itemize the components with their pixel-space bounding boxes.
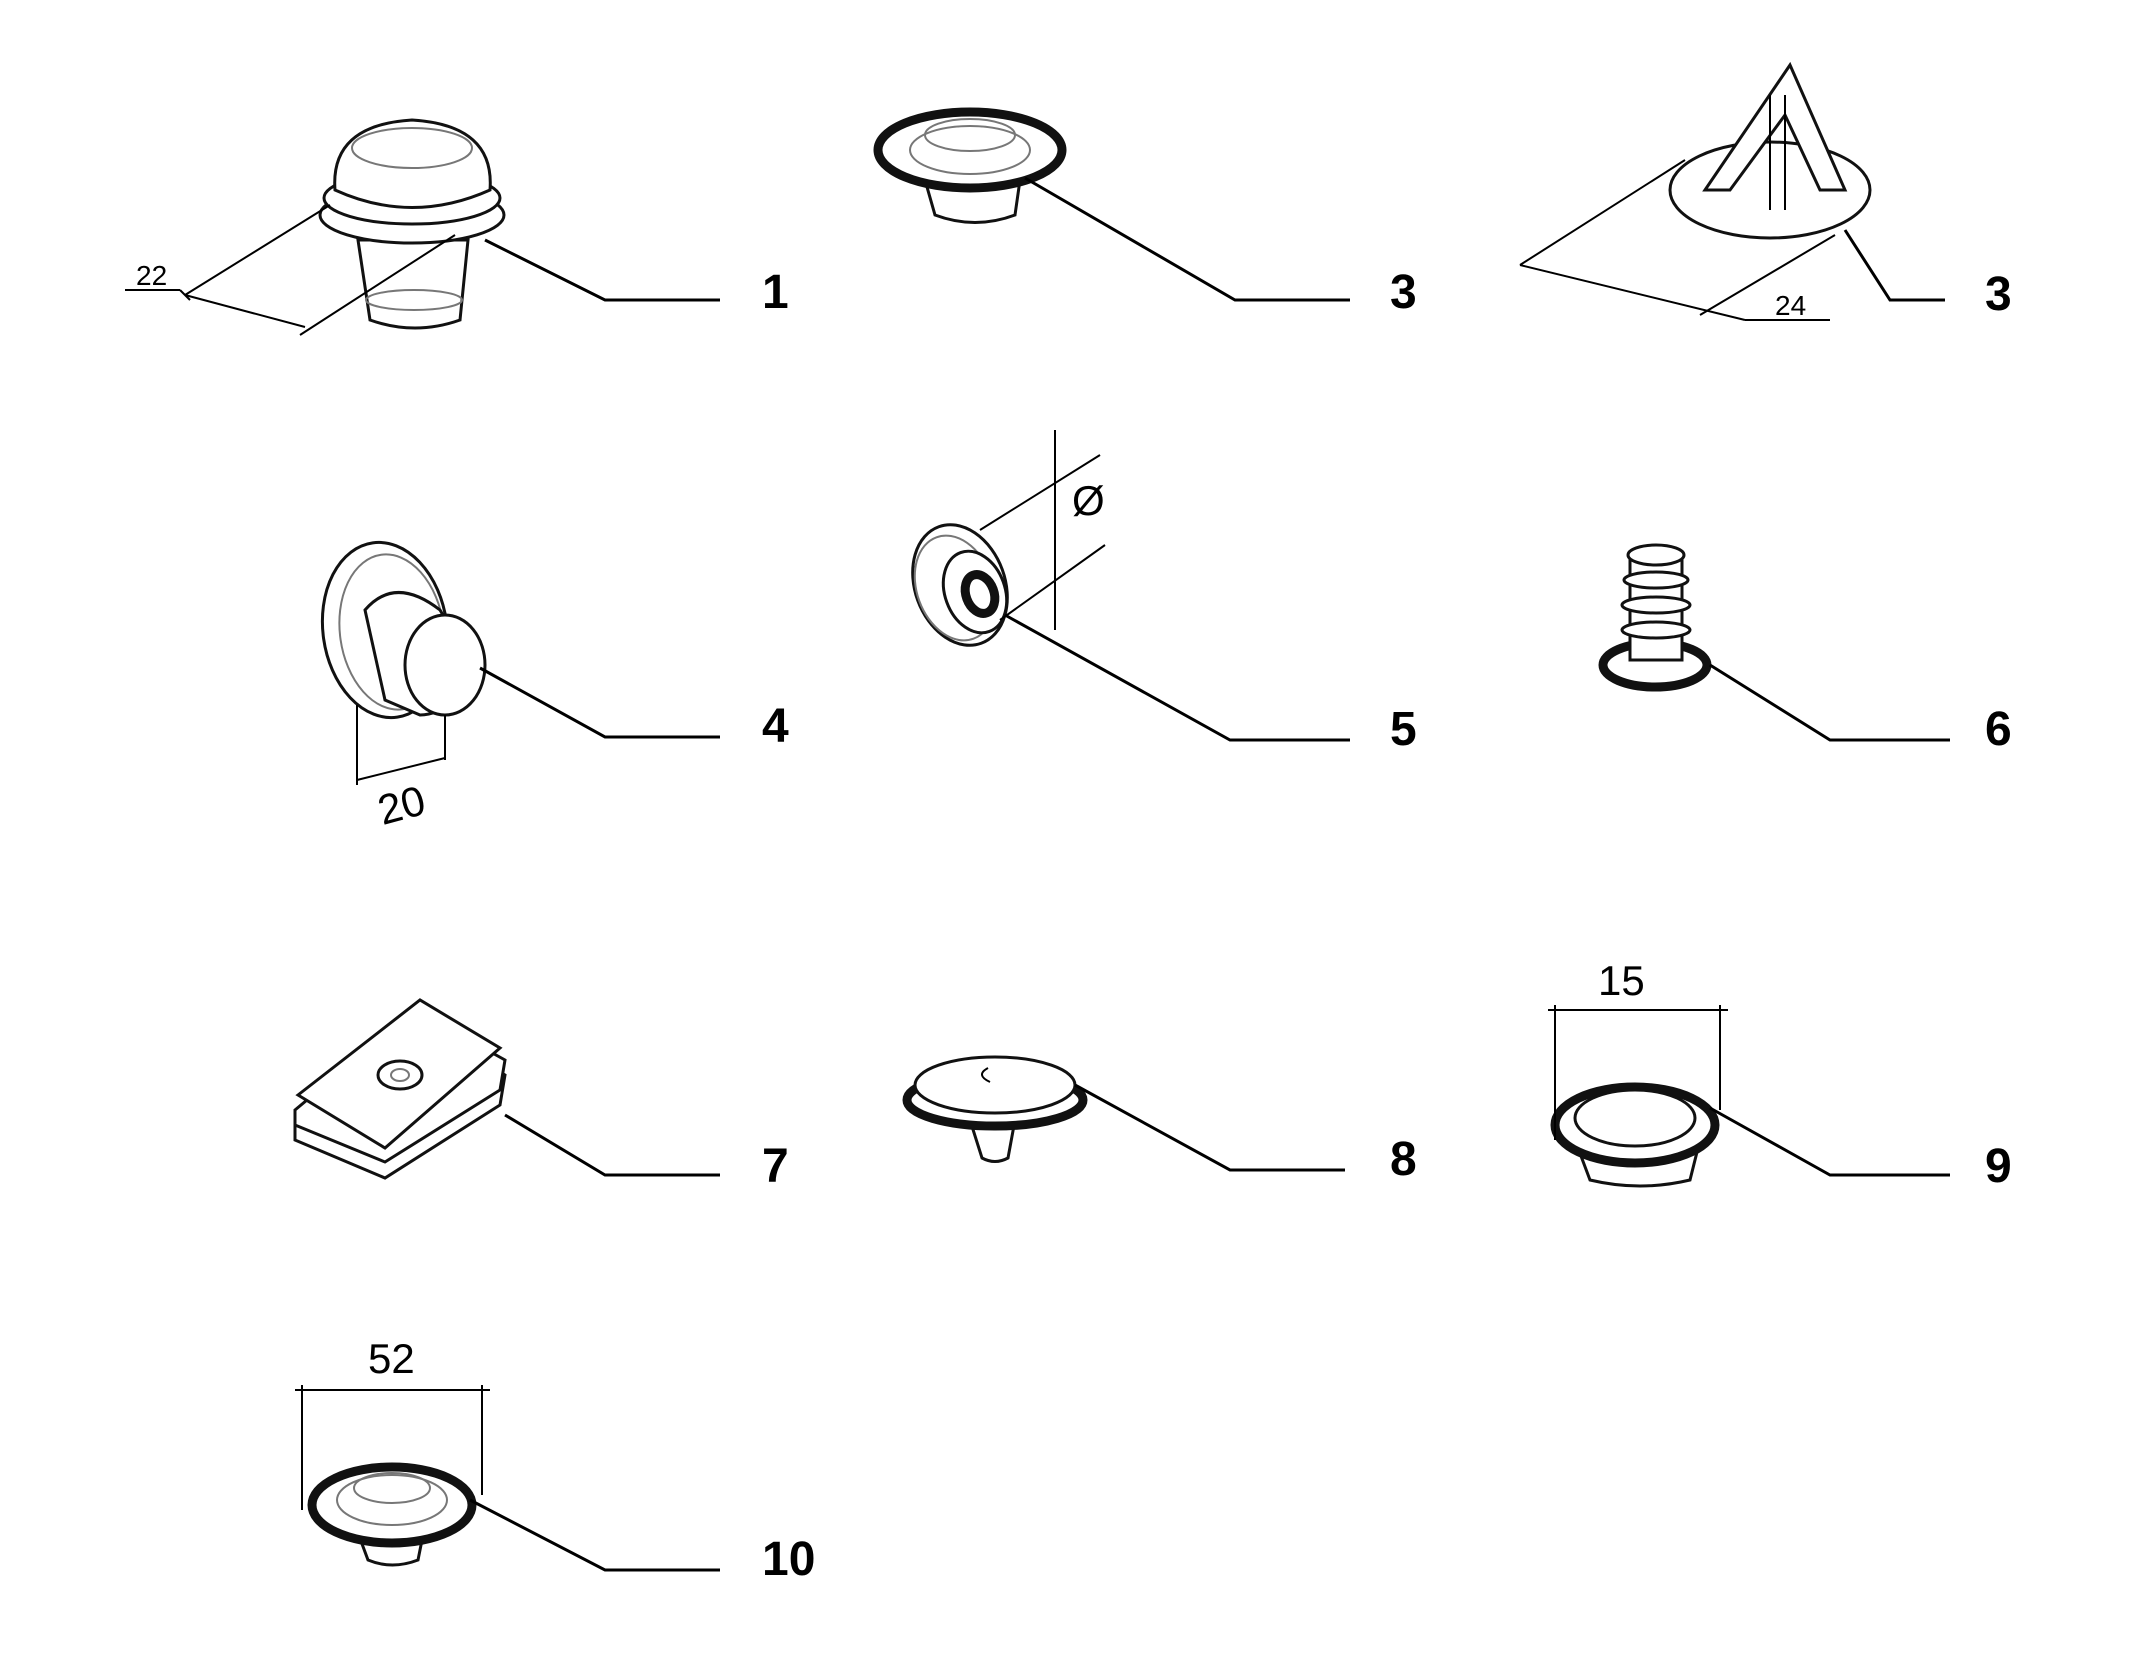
part-1-drawing (125, 118, 720, 336)
part-5-drawing (911, 430, 1350, 742)
part-10-drawing (295, 1385, 720, 1572)
callout-8: 8 (1390, 1133, 1417, 1186)
part-4-drawing (320, 540, 720, 785)
callout-3a: 3 (1390, 266, 1417, 319)
part-9-drawing (1548, 1005, 1950, 1188)
part-3b-drawing (1519, 61, 1945, 321)
callout-9: 9 (1985, 1140, 2012, 1193)
part-3b-dimension: 24 (1775, 290, 1806, 321)
part-1-dimension: 22 (136, 260, 167, 291)
callout-5: 5 (1390, 703, 1417, 756)
callout-1: 1 (762, 266, 789, 319)
callout-10: 10 (762, 1533, 815, 1586)
part-3-drawing (873, 107, 1350, 302)
callout-7: 7 (762, 1140, 789, 1193)
part-7-drawing (293, 998, 720, 1180)
part-4-dimension: 20 (373, 776, 430, 833)
part-8-drawing (902, 1055, 1345, 1172)
part-9-dimension: 15 (1598, 957, 1645, 1004)
callout-3b: 3 (1985, 268, 2012, 321)
part-10-dimension: 52 (368, 1335, 415, 1382)
callout-6: 6 (1985, 703, 2012, 756)
part-6-drawing (1598, 543, 1950, 742)
part-5-dimension: Ø (1072, 477, 1105, 524)
callout-4: 4 (762, 700, 789, 753)
